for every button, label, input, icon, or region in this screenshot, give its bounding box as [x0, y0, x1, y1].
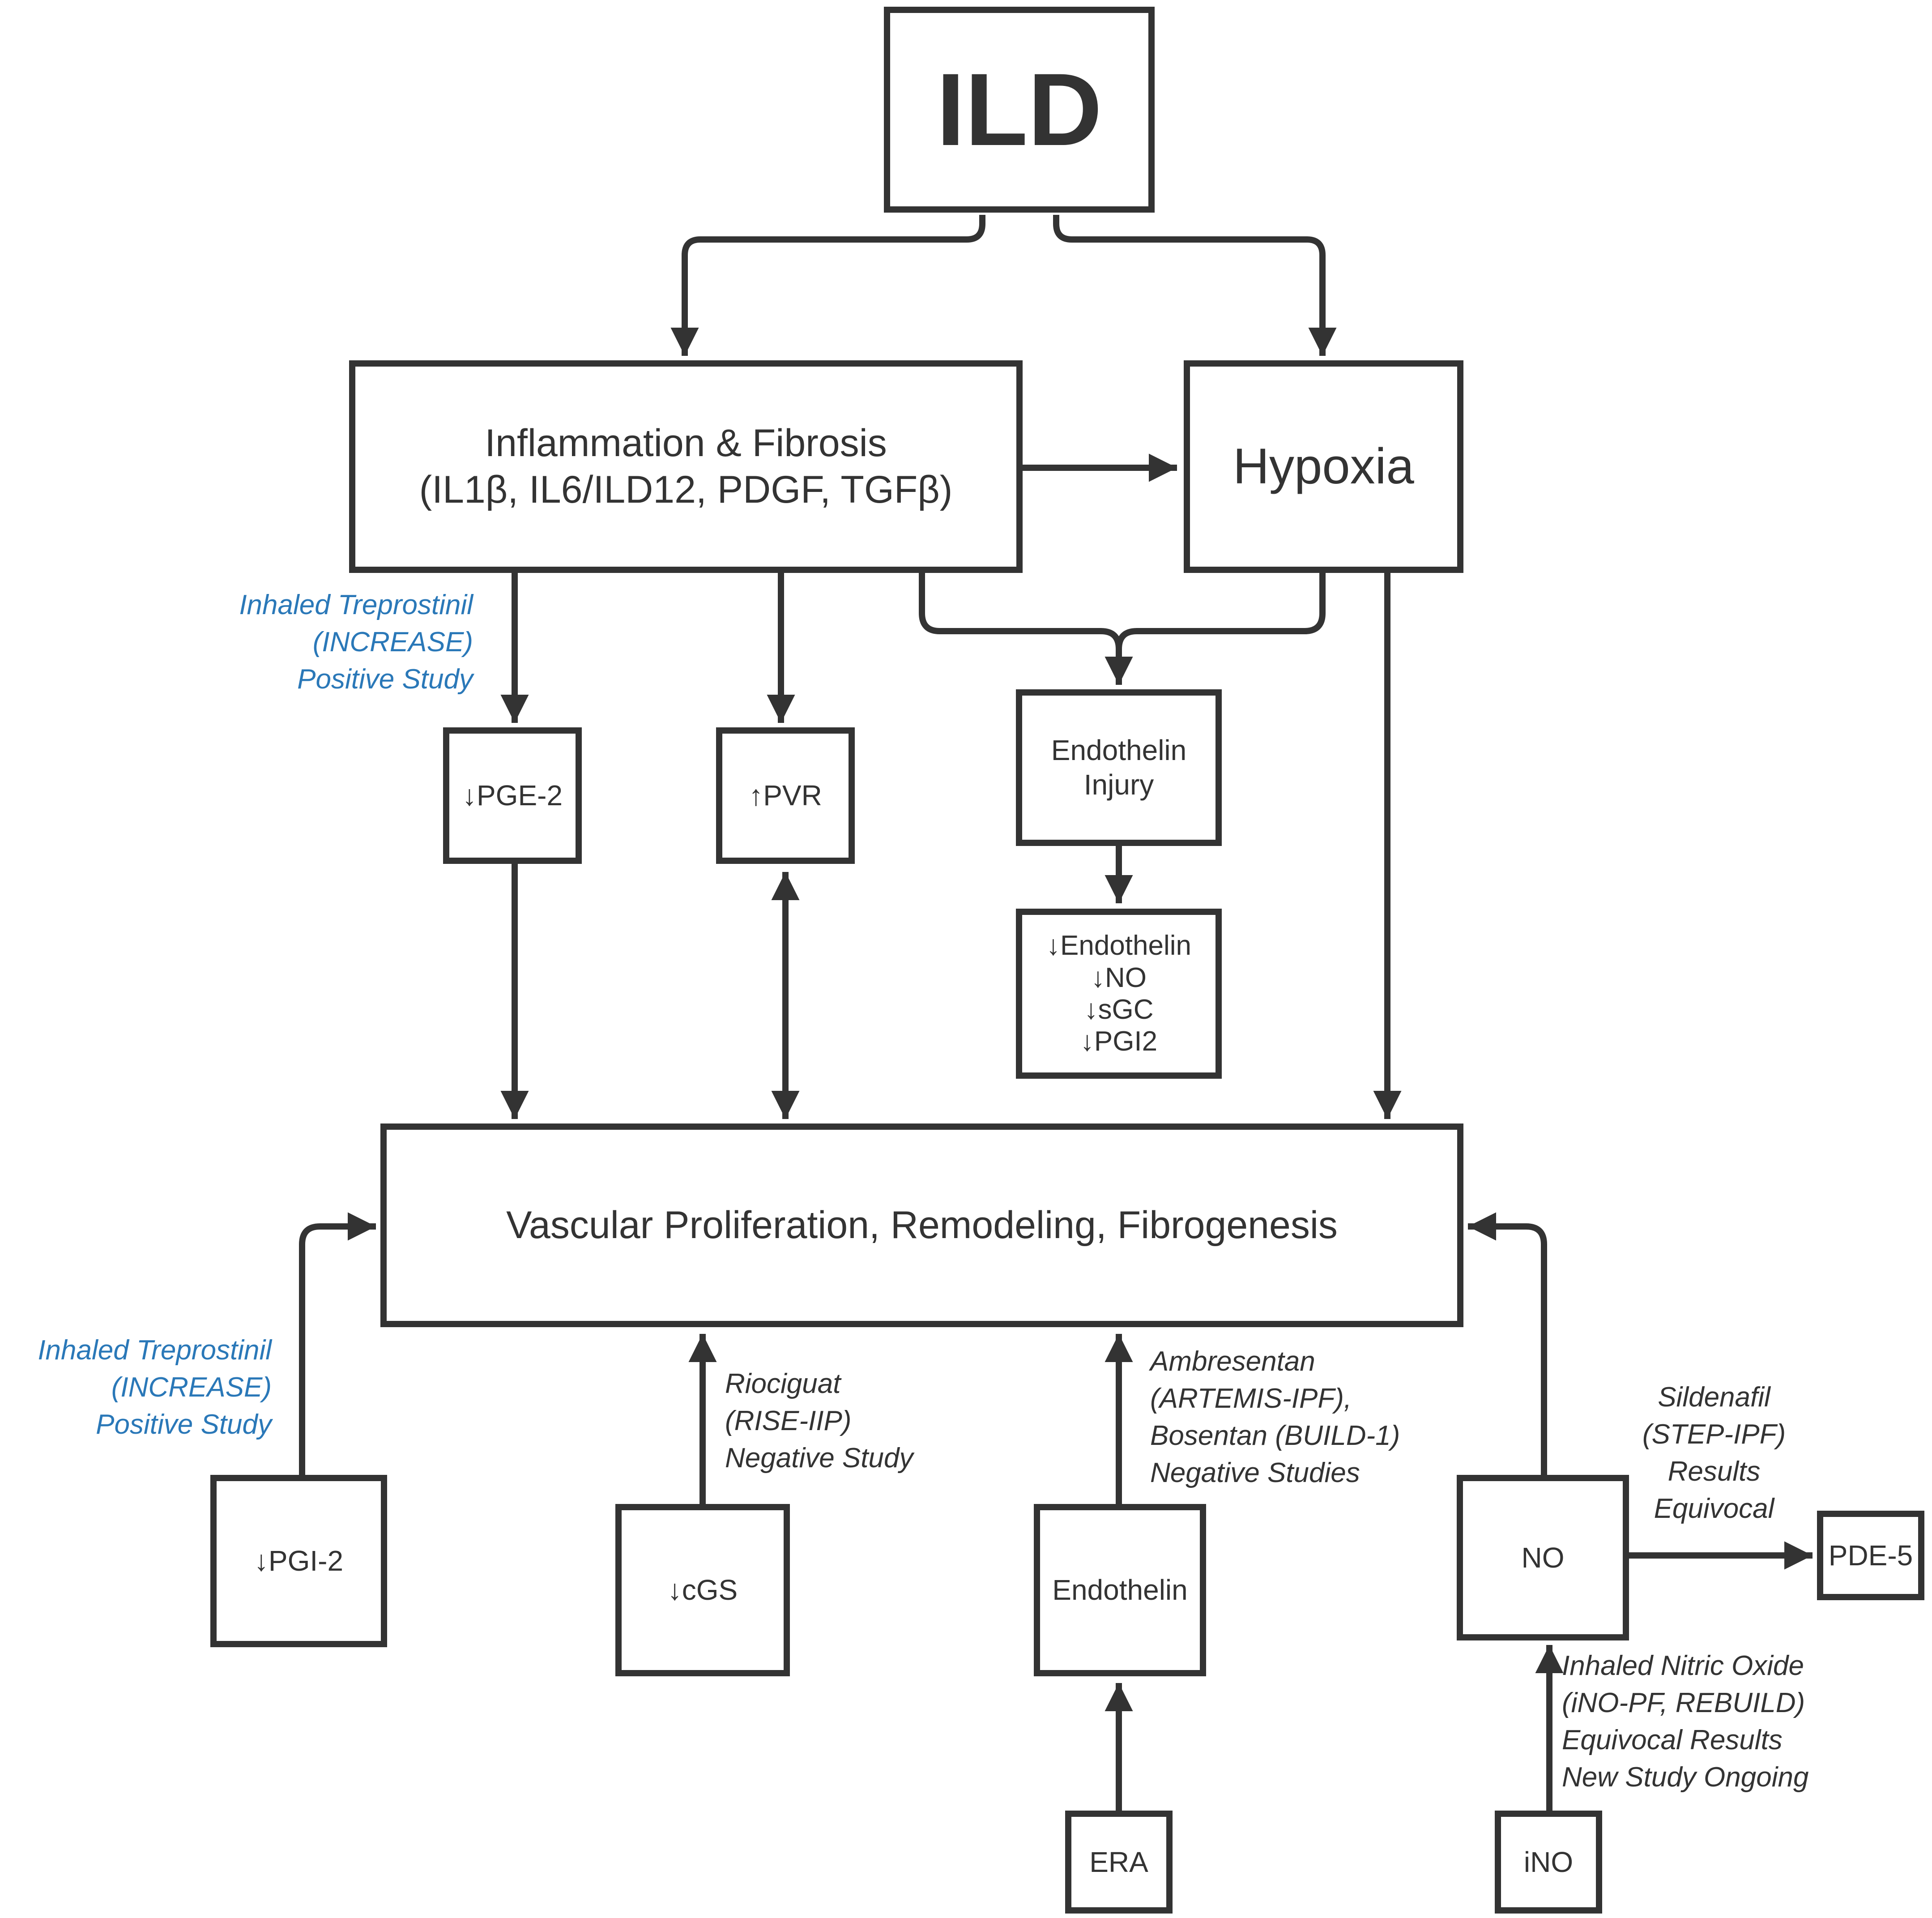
annotation-line: Equivocal — [1654, 1493, 1774, 1524]
endothelin-box: Endothelin — [1034, 1504, 1206, 1676]
no-label: NO — [1521, 1541, 1565, 1574]
annotation-line: Ambresentan — [1150, 1346, 1315, 1377]
annotation-line: New Study Ongoing — [1562, 1762, 1809, 1793]
inflammation-label: Inflammation & Fibrosis — [485, 422, 887, 465]
ild-box: ILD — [884, 7, 1155, 213]
arrow-no-to-vascular — [1468, 1212, 1547, 1475]
annotation-line: (INCREASE) — [312, 627, 473, 658]
annotation-line: Riociguat — [725, 1368, 841, 1399]
pge2-label: ↓PGE-2 — [462, 779, 563, 812]
annotation-line: Sildenafil — [1658, 1382, 1770, 1413]
annotation-treprostinil-bottom: Inhaled Treprostinil (INCREASE) Positive… — [38, 1332, 272, 1443]
pvr-label: ↑PVR — [749, 779, 822, 812]
annotation-treprostinil-top: Inhaled Treprostinil (INCREASE) Positive… — [239, 586, 473, 698]
endothelin-injury-box: Endothelin Injury — [1016, 689, 1222, 846]
endothelin-injury-label-1: Endothelin — [1051, 734, 1187, 767]
cgs-label: ↓cGS — [667, 1574, 738, 1606]
annotation-line: Inhaled Treprostinil — [38, 1335, 272, 1366]
ino-label: iNO — [1523, 1845, 1574, 1878]
pde5-label: PDE-5 — [1828, 1539, 1913, 1572]
annotation-line: (iNO-PF, REBUILD) — [1562, 1687, 1805, 1718]
arrow-ild-to-hypoxia — [1053, 215, 1337, 356]
annotation-line: Equivocal Results — [1562, 1725, 1783, 1756]
connector-inflammation-to-injury — [919, 573, 1133, 685]
arrow-ild-to-inflammation — [670, 215, 985, 356]
annotation-riociguat: Riociguat (RISE-IIP) Negative Study — [725, 1365, 913, 1477]
era-label: ERA — [1089, 1845, 1148, 1878]
inflammation-mediators-label: (IL1β, IL6/ILD12, PDGF, TGFβ) — [419, 468, 953, 511]
pgi2-box: ↓PGI-2 — [210, 1475, 387, 1647]
era-box: ERA — [1065, 1811, 1173, 1914]
reduction-sgc: ↓sGC — [1084, 994, 1154, 1025]
annotation-ambrisentan-bosentan: Ambresentan (ARTEMIS-IPF), Bosentan (BUI… — [1150, 1343, 1400, 1491]
annotation-line: Inhaled Treprostinil — [239, 589, 473, 620]
annotation-line: Inhaled Nitric Oxide — [1562, 1650, 1804, 1681]
reductions-box: ↓Endothelin ↓NO ↓sGC ↓PGI2 — [1016, 909, 1222, 1079]
annotation-line: (RISE-IIP) — [725, 1405, 852, 1436]
cgs-box: ↓cGS — [615, 1504, 790, 1676]
reduction-endothelin: ↓Endothelin — [1046, 930, 1192, 961]
no-box: NO — [1457, 1475, 1629, 1640]
reduction-no: ↓NO — [1091, 962, 1147, 993]
pvr-box: ↑PVR — [716, 727, 855, 864]
ild-label: ILD — [936, 52, 1102, 167]
vascular-label: Vascular Proliferation, Remodeling, Fibr… — [506, 1203, 1338, 1247]
annotation-inhaled-nitric-oxide: Inhaled Nitric Oxide (iNO-PF, REBUILD) E… — [1562, 1647, 1808, 1796]
annotation-line: (INCREASE) — [111, 1372, 272, 1403]
pge2-box: ↓PGE-2 — [443, 727, 582, 864]
pgi2-label: ↓PGI-2 — [254, 1545, 344, 1577]
annotation-line: Positive Study — [96, 1409, 272, 1440]
connector-hypoxia-to-injury — [1116, 573, 1326, 649]
annotation-sildenafil: Sildenafil (STEP-IPF) Results Equivocal — [1629, 1379, 1799, 1527]
annotation-line: (ARTEMIS-IPF), — [1150, 1383, 1352, 1414]
reduction-pgi2: ↓PGI2 — [1080, 1026, 1158, 1057]
arrow-pgi2-to-vascular — [299, 1212, 376, 1475]
vascular-remodeling-box: Vascular Proliferation, Remodeling, Fibr… — [380, 1123, 1463, 1327]
annotation-line: Bosentan (BUILD-1) — [1150, 1420, 1400, 1451]
inflammation-fibrosis-box: Inflammation & Fibrosis (IL1β, IL6/ILD12… — [349, 360, 1023, 573]
annotation-line: Negative Studies — [1150, 1457, 1360, 1488]
hypoxia-box: Hypoxia — [1184, 360, 1463, 573]
annotation-line: Results — [1668, 1456, 1761, 1487]
annotation-line: (STEP-IPF) — [1642, 1419, 1786, 1450]
endothelin-injury-label-2: Injury — [1083, 769, 1154, 801]
ino-box: iNO — [1495, 1811, 1602, 1914]
annotation-line: Negative Study — [725, 1443, 913, 1474]
hypoxia-label: Hypoxia — [1233, 438, 1414, 495]
annotation-line: Positive Study — [297, 664, 473, 695]
endothelin-label: Endothelin — [1052, 1574, 1188, 1606]
pde5-box: PDE-5 — [1817, 1511, 1924, 1600]
